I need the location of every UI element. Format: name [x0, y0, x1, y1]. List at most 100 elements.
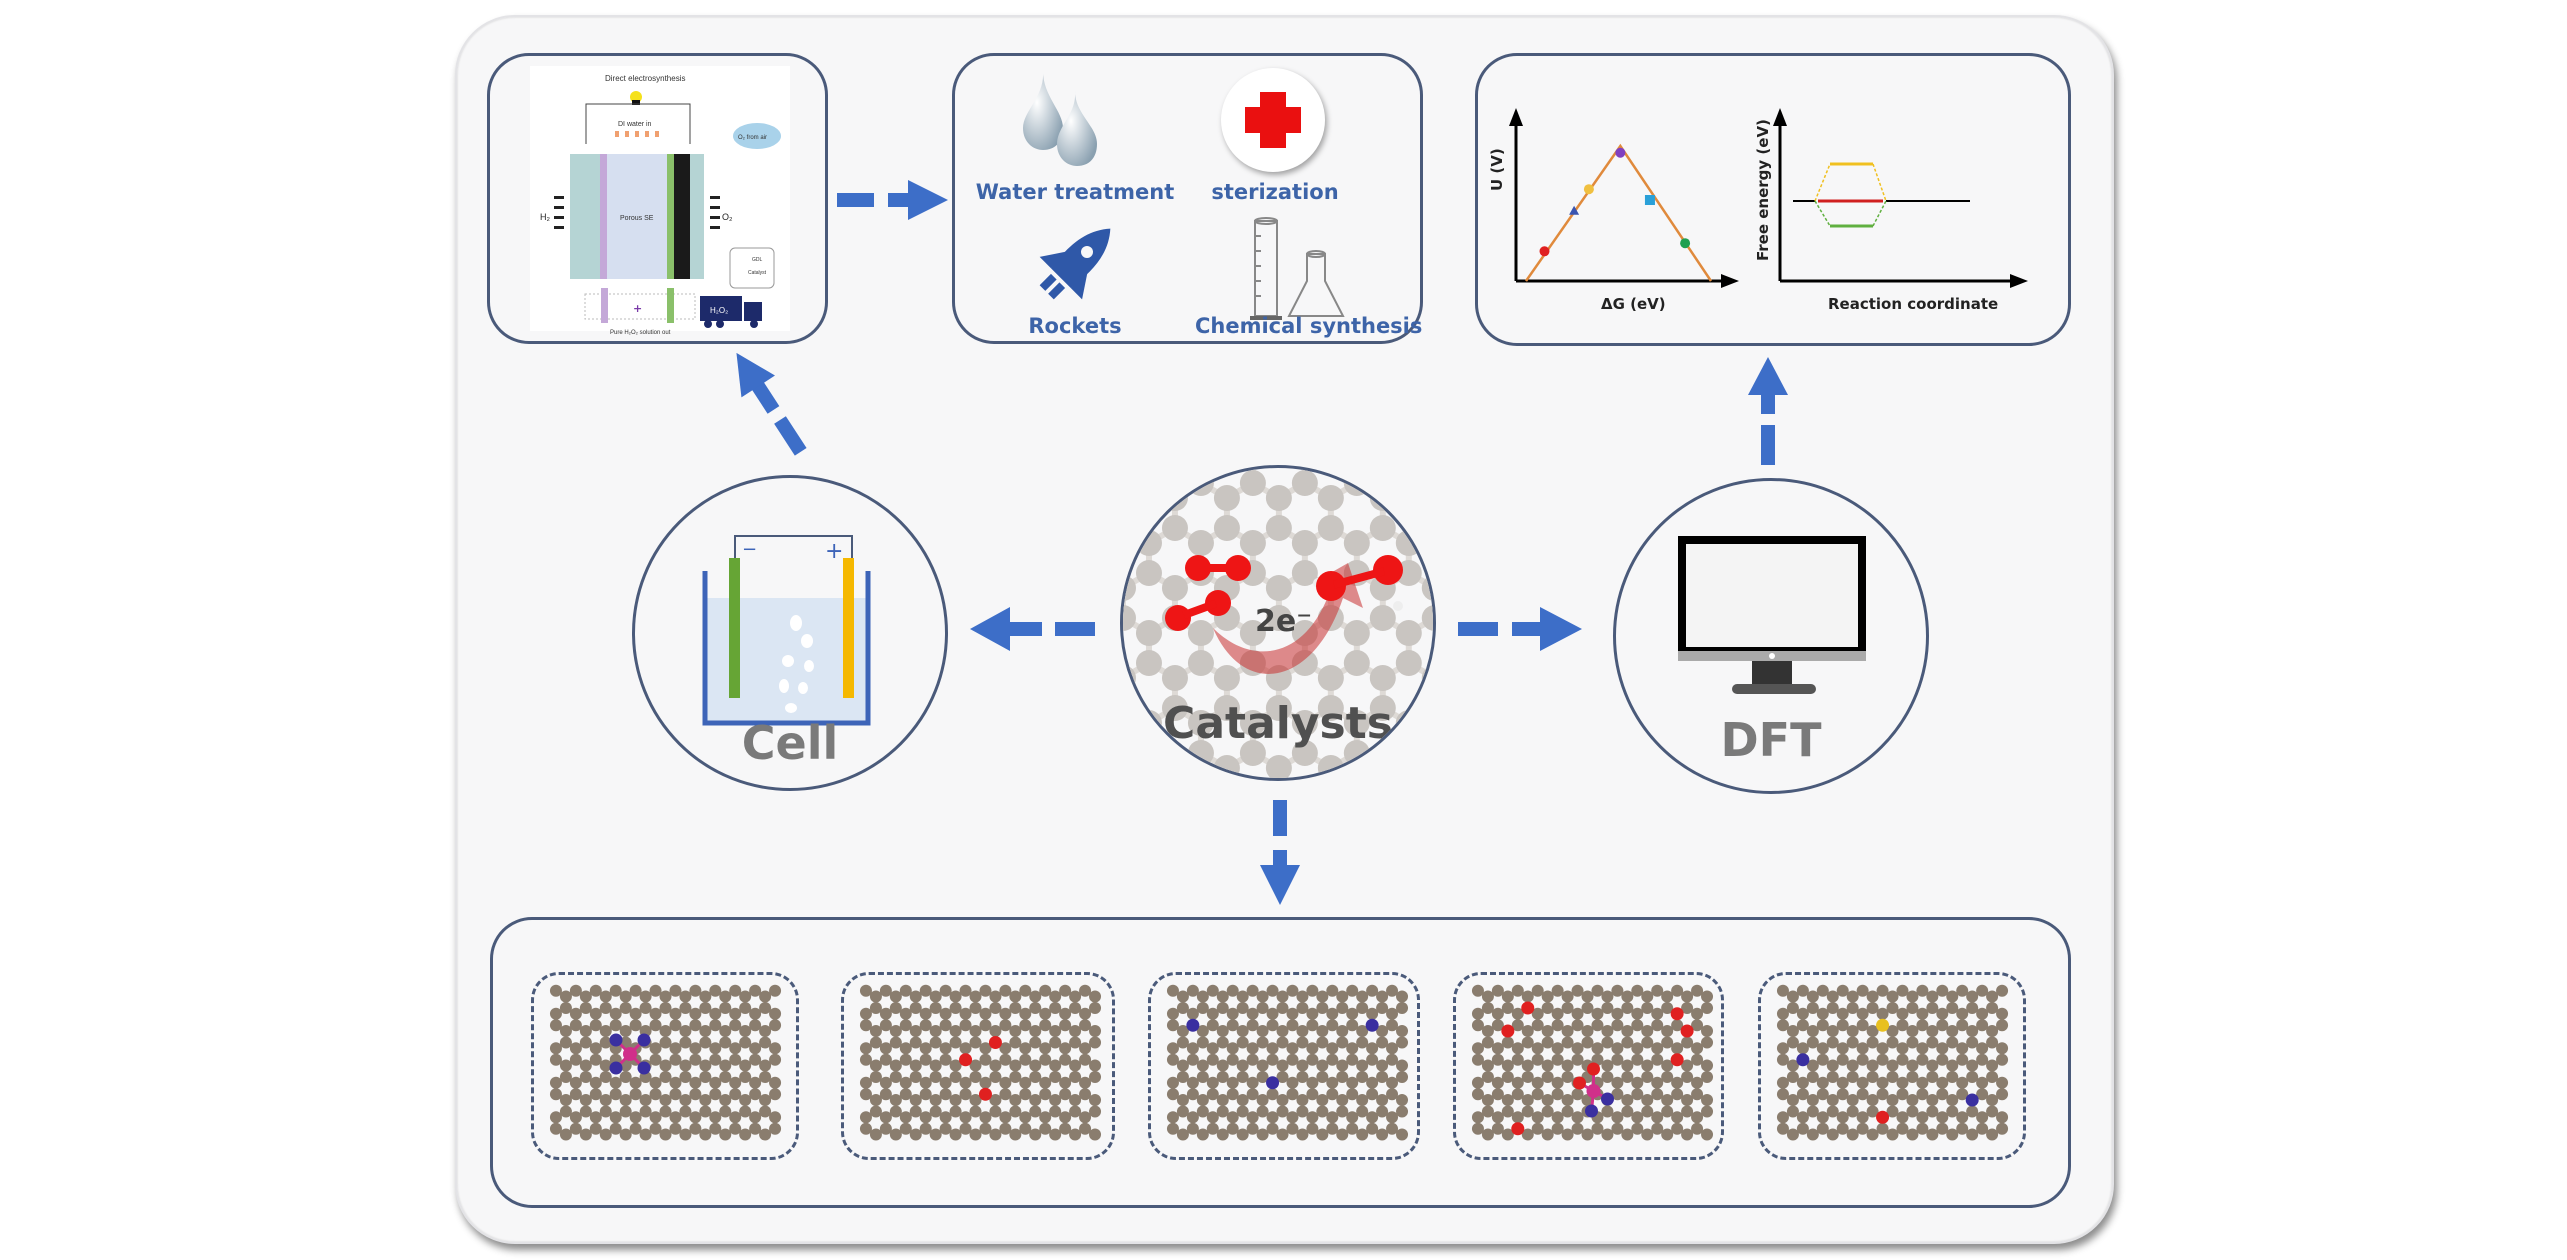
carbon-atom: [559, 990, 572, 1003]
carbon-atom: [939, 1122, 952, 1135]
carbon-atom: [1806, 990, 1819, 1003]
carbon-atom: [1816, 984, 1829, 997]
carbon-atom: [759, 1128, 772, 1141]
carbon-atom: [1049, 1059, 1062, 1072]
carbon-atom: [1049, 1071, 1062, 1083]
carbon-atom: [749, 1111, 762, 1124]
carbon-atom: [1286, 1111, 1299, 1124]
carbon-atom: [729, 1122, 742, 1135]
carbon-atom: [1395, 740, 1422, 766]
carbon-atom: [709, 1076, 722, 1089]
carbon-atom: [679, 1059, 692, 1072]
carbon-atom: [999, 1111, 1012, 1124]
carbon-atom: [1276, 1059, 1289, 1072]
carbon-atom: [1471, 1007, 1484, 1020]
carbon-atom: [669, 1042, 682, 1055]
carbon-atom: [1936, 1007, 1949, 1020]
carbon-atom: [609, 1019, 622, 1032]
carbon-atom: [1369, 485, 1396, 511]
carbon-atom: [1531, 1122, 1544, 1135]
carbon-atom: [939, 1053, 952, 1066]
carbon-atom: [669, 1019, 682, 1032]
carbon-atom: [1581, 1002, 1594, 1014]
carbon-atom: [579, 1128, 592, 1141]
carbon-atom: [1966, 990, 1979, 1003]
carbon-atom: [1806, 1105, 1819, 1118]
carbon-atom: [1561, 1025, 1574, 1037]
carbon-atom: [859, 1019, 872, 1032]
carbon-atom: [949, 1002, 962, 1014]
carbon-atom: [1906, 1059, 1919, 1072]
graphene-lattice: [1123, 468, 1433, 778]
carbon-atom: [709, 1042, 722, 1055]
carbon-atom: [1265, 755, 1292, 778]
carbon-atom: [1856, 1053, 1869, 1066]
carbon-atom: [1846, 1002, 1859, 1014]
carbon-atom: [1213, 665, 1240, 691]
carbon-atom: [889, 1071, 902, 1083]
carbon-atom: [1581, 1128, 1594, 1141]
carbon-atom: [1601, 1071, 1614, 1083]
carbon-atom: [1701, 1071, 1714, 1083]
carbon-atom: [1581, 990, 1594, 1003]
carbon-atom: [1966, 1002, 1979, 1014]
carbon-atom: [1826, 1059, 1839, 1072]
carbon-atom: [1846, 1071, 1859, 1083]
structure-card-3: [1148, 972, 1420, 1160]
carbon-atom: [1966, 1025, 1979, 1037]
carbon-atom: [1396, 1128, 1409, 1141]
carbon-atom: [589, 1053, 602, 1066]
carbon-atom: [1796, 1111, 1809, 1124]
carbon-atom: [1089, 1002, 1102, 1014]
carbon-atom: [1059, 1088, 1072, 1101]
carbon-atom: [1641, 1002, 1654, 1014]
carbon-atom: [1836, 1088, 1849, 1101]
carbon-atom: [739, 1105, 752, 1118]
carbon-atom: [1286, 1007, 1299, 1020]
carbon-atom: [1896, 1019, 1909, 1032]
carbon-atom: [1816, 1088, 1829, 1101]
carbon-atom: [1896, 1042, 1909, 1055]
carbon-atom: [1701, 1059, 1714, 1072]
carbon-atom: [879, 1007, 892, 1020]
carbon-atom: [1986, 1036, 1999, 1049]
carbon-atom: [1926, 1094, 1939, 1106]
carbon-atom: [1276, 1128, 1289, 1141]
carbon-atom: [1886, 1128, 1899, 1141]
carbon-atom: [1481, 1036, 1494, 1049]
carbon-atom: [969, 1105, 982, 1118]
carbon-atom: [1239, 530, 1266, 556]
carbon-atom: [949, 1105, 962, 1118]
carbon-atom: [889, 1094, 902, 1106]
carbon-atom: [1346, 1076, 1359, 1089]
carbon-atom: [729, 1042, 742, 1055]
carbon-atom: [1916, 1076, 1929, 1089]
carbon-atom: [1346, 1122, 1359, 1135]
carbon-atom: [1276, 990, 1289, 1003]
carbon-atom: [1541, 1105, 1554, 1118]
carbon-atom: [1856, 1076, 1869, 1089]
carbon-atom: [1631, 984, 1644, 997]
carbon-atom: [659, 1128, 672, 1141]
carbon-atom: [1123, 665, 1136, 691]
carbon-atom: [1691, 1042, 1704, 1055]
carbon-atom: [1356, 1036, 1369, 1049]
carbon-atom: [639, 1128, 652, 1141]
carbon-atom: [1226, 1042, 1239, 1055]
carbon-atom: [899, 984, 912, 997]
carbon-atom: [909, 990, 922, 1003]
carbon-atom: [1551, 1007, 1564, 1020]
carbon-atom: [1886, 1059, 1899, 1072]
carbon-atom: [1421, 605, 1433, 631]
carbon-atom: [1866, 1002, 1879, 1014]
carbon-atom: [609, 1088, 622, 1101]
carbon-atom: [1161, 485, 1188, 511]
carbon-atom: [879, 1053, 892, 1066]
carbon-atom: [1019, 1042, 1032, 1055]
carbon-atom: [999, 1007, 1012, 1020]
carbon-atom: [1265, 575, 1292, 601]
carbon-atom: [1166, 1088, 1179, 1101]
carbon-atom: [1876, 1042, 1889, 1055]
carbon-atom: [649, 1111, 662, 1124]
carbon-atom: [1796, 984, 1809, 997]
